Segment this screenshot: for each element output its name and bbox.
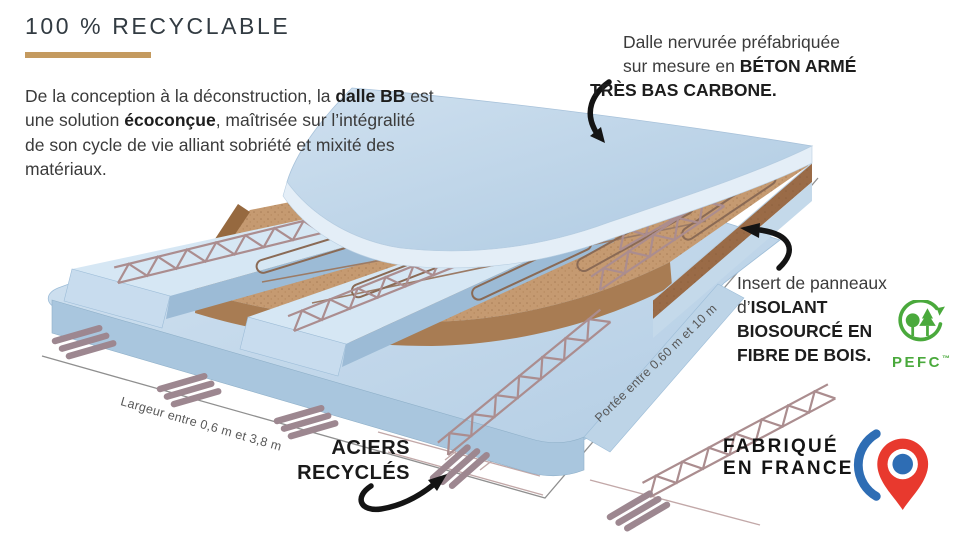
arrow-to-slab — [587, 79, 612, 143]
annotation-insulation-line2: d’ISOLANT — [737, 295, 907, 319]
annotation-slab-line2-text: sur mesure en — [623, 56, 740, 76]
annotation-arrows — [358, 79, 792, 513]
made-in-france-line2: EN FRANCE — [723, 458, 854, 479]
intro-text: De la conception à la déconstruction, la — [25, 85, 336, 106]
annotation-slab-line1: Dalle nervurée préfabriquée — [623, 32, 840, 52]
made-in-france-pin-icon — [853, 429, 929, 511]
annotation-insulation-line3-bold: BIOSOURCÉ EN — [737, 321, 873, 341]
bottom-slab-right-face — [583, 283, 745, 453]
annotation-insulation-line4-bold: FIBRE DE BOIS. — [737, 345, 872, 365]
annotation-steel-line1: ACIERS — [331, 437, 410, 459]
page-title: 100 % RECYCLABLE — [25, 13, 291, 39]
pefc-label: PEFC™ — [883, 354, 959, 371]
pefc-logo: PEFC™ — [883, 298, 959, 371]
arrow-to-steel — [358, 474, 447, 513]
pefc-trees-icon — [898, 298, 945, 342]
annotation-insulation-line4: FIBRE DE BOIS. — [737, 343, 907, 367]
annotation-insulation-line1: Insert de panneaux — [737, 273, 887, 293]
made-in-france-line1: FABRIQUÉ — [723, 436, 839, 457]
edge-layer-sandwich — [652, 162, 813, 338]
annotation-steel: ACIERS RECYCLÉS — [286, 436, 410, 486]
intro-bold-ecoconcue: écoconçue — [124, 110, 216, 130]
annotation-insulation-line2-text: d’ — [737, 297, 751, 317]
annotation-slab-line3-bold: TRÈS BAS CARBONE. — [590, 80, 777, 100]
annotation-steel-line2: RECYCLÉS — [297, 462, 410, 484]
annotation-insulation: Insert de panneaux d’ISOLANT BIOSOURCÉ E… — [737, 271, 907, 367]
intro-paragraph: De la conception à la déconstruction, la… — [25, 84, 437, 182]
made-in-france-label: FABRIQUÉ EN FRANCE — [723, 436, 854, 480]
annotation-insulation-line2-bold: ISOLANT — [750, 297, 828, 317]
dimension-lines — [41, 177, 819, 499]
intro-text: est une solution — [25, 85, 434, 131]
pefc-wordmark: PEFC — [891, 354, 942, 371]
arrow-to-insulation — [740, 223, 792, 271]
annotation-slab-line2-bold: BÉTON ARMÉ — [739, 56, 857, 76]
annotation-slab: Dalle nervurée préfabriquée sur mesure e… — [590, 30, 890, 102]
annotation-slab-line2: sur mesure en BÉTON ARMÉ — [623, 54, 890, 78]
pefc-trademark: ™ — [942, 354, 950, 363]
annotation-insulation-line3: BIOSOURCÉ EN — [737, 319, 907, 343]
intro-text: , maîtrisée sur l’intégralité de son cyc… — [25, 110, 416, 179]
title-accent-rule — [25, 52, 151, 58]
intro-bold-dalle-bb: dalle BB — [335, 85, 406, 106]
annotation-slab-line3: TRÈS BAS CARBONE. — [590, 78, 890, 102]
